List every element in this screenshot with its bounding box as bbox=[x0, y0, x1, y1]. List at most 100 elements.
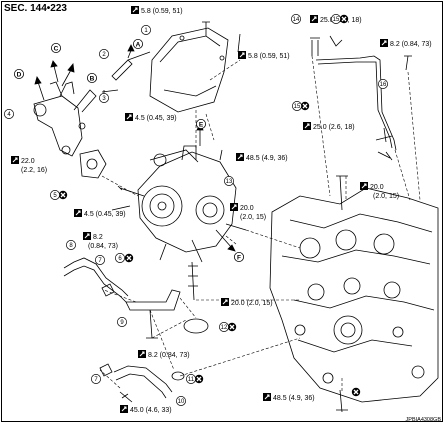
wrench-torque-icon bbox=[303, 122, 311, 130]
part-number-3-text: 3 bbox=[102, 96, 106, 102]
part-number-14-text: 14 bbox=[293, 17, 300, 23]
part-number-7-lower-text: 7 bbox=[94, 377, 98, 383]
part-number-12-text: 12 bbox=[221, 325, 228, 331]
wrench-torque-icon bbox=[236, 153, 244, 161]
torque-value-12: 8.2 bbox=[93, 234, 103, 241]
o-ring-12 bbox=[183, 318, 209, 334]
do-not-reuse-icon bbox=[351, 387, 361, 397]
wrench-torque-icon bbox=[230, 203, 238, 211]
torque-value-1: 5.8 (0.59, 51) bbox=[141, 8, 183, 15]
part-number-16: 16 bbox=[378, 79, 388, 89]
part-number-5-text: 5 bbox=[53, 193, 57, 199]
torque-value-16: 45.0 (4.6, 33) bbox=[130, 407, 172, 414]
do-not-reuse-icon bbox=[300, 101, 310, 111]
torque-value-4: 5.8 (0.59, 51) bbox=[248, 53, 290, 60]
do-not-reuse-icon bbox=[227, 322, 237, 332]
wrench-torque-icon bbox=[120, 405, 128, 413]
connection-B-text: B bbox=[90, 75, 95, 82]
part-number-11-text: 11 bbox=[188, 377, 195, 383]
part-number-13: 13 bbox=[224, 176, 234, 186]
part-number-11: 11 bbox=[186, 374, 196, 384]
do-not-reuse-icon bbox=[58, 190, 68, 200]
oil-hose-8 bbox=[63, 257, 129, 297]
wrench-torque-icon bbox=[83, 232, 91, 240]
wrench-torque-icon bbox=[263, 393, 271, 401]
torque-value-line2-a: (2.2, 16) bbox=[21, 167, 47, 174]
part-number-15-upper-text: 15 bbox=[333, 17, 340, 23]
connection-D: D bbox=[13, 69, 24, 80]
cylinder-block bbox=[269, 187, 439, 403]
turbocharger bbox=[137, 151, 237, 253]
connection-A: A bbox=[132, 39, 143, 50]
part-number-15: 15 bbox=[292, 101, 302, 111]
connection-A-text: A bbox=[136, 41, 141, 48]
water-hose-10 bbox=[113, 365, 173, 393]
torque-value-line2-b: (2.0, 15) bbox=[373, 193, 399, 200]
part-number-4: 4 bbox=[4, 109, 14, 119]
part-number-12: 12 bbox=[219, 322, 229, 332]
torque-value-13: 20.0 (2.0, 15) bbox=[231, 300, 273, 307]
connection-F-text: F bbox=[237, 254, 241, 261]
drawing-lines bbox=[33, 21, 439, 413]
part-number-10: 10 bbox=[176, 396, 186, 406]
wrench-torque-icon bbox=[138, 350, 146, 358]
connection-C-text: C bbox=[54, 45, 59, 52]
wrench-torque-icon bbox=[380, 39, 388, 47]
image-code: JPBIA4308GB bbox=[406, 417, 442, 423]
part-number-8-text: 8 bbox=[69, 243, 73, 249]
oil-pipe-16 bbox=[315, 55, 397, 151]
part-number-7-lower: 7 bbox=[91, 374, 101, 384]
torque-value-14: 8.2 (0.84, 73) bbox=[148, 352, 190, 359]
part-number-9: 9 bbox=[117, 317, 127, 327]
part-number-6: 6 bbox=[115, 253, 125, 263]
wrench-torque-icon bbox=[11, 156, 19, 164]
torque-value-11: 4.5 (0.45, 39) bbox=[84, 211, 126, 218]
torque-value-line2-d: (0.84, 73) bbox=[88, 243, 118, 250]
wrench-torque-icon bbox=[221, 298, 229, 306]
part-number-1: 1 bbox=[141, 25, 151, 35]
water-connector bbox=[33, 95, 83, 157]
wrench-torque-icon bbox=[310, 15, 318, 23]
torque-value-7: 48.5 (4.9, 36) bbox=[246, 155, 288, 162]
connection-D-text: D bbox=[17, 71, 22, 78]
do-not-reuse-icon bbox=[339, 14, 349, 24]
section-label: SEC. 144•223 bbox=[4, 3, 67, 14]
part-number-2-text: 2 bbox=[102, 52, 106, 58]
part-number-16-text: 16 bbox=[380, 82, 387, 88]
wrench-torque-icon bbox=[74, 209, 82, 217]
guide-lines bbox=[99, 55, 421, 392]
part-number-5: 5 bbox=[50, 190, 60, 200]
part-number-10-text: 10 bbox=[178, 399, 185, 405]
torque-value-line2-c: (2.0, 15) bbox=[240, 214, 266, 221]
part-number-15-text: 15 bbox=[294, 104, 301, 110]
part-number-15-upper: 15 bbox=[331, 14, 341, 24]
part-number-7: 7 bbox=[95, 255, 105, 265]
heat-insulator bbox=[149, 27, 229, 113]
torque-value-5: 4.5 (0.45, 39) bbox=[135, 115, 177, 122]
part-number-2: 2 bbox=[99, 49, 109, 59]
oil-return-pipe-9 bbox=[125, 289, 181, 311]
wrench-torque-icon bbox=[360, 182, 368, 190]
torque-value-8: 22.0 bbox=[21, 158, 35, 165]
connection-F: F bbox=[233, 251, 244, 262]
do-not-reuse-icon bbox=[194, 374, 204, 384]
gasket-5 bbox=[79, 149, 107, 179]
wrench-torque-icon bbox=[125, 113, 133, 121]
do-not-reuse-icon bbox=[124, 253, 134, 263]
wrench-torque-icon bbox=[131, 6, 139, 14]
part-number-8: 8 bbox=[66, 240, 76, 250]
part-number-4-text: 4 bbox=[7, 112, 11, 118]
connection-B: B bbox=[87, 73, 98, 84]
torque-value-3: 8.2 (0.84, 73) bbox=[390, 41, 432, 48]
part-number-3: 3 bbox=[99, 93, 109, 103]
part-number-13-text: 13 bbox=[226, 179, 233, 185]
torque-value-6: 25.0 (2.6, 18) bbox=[313, 124, 355, 131]
part-number-9-text: 9 bbox=[120, 320, 124, 326]
torque-value-15: 48.5 (4.9, 36) bbox=[273, 395, 315, 402]
connection-C: C bbox=[51, 43, 62, 54]
part-number-6-text: 6 bbox=[118, 256, 122, 262]
